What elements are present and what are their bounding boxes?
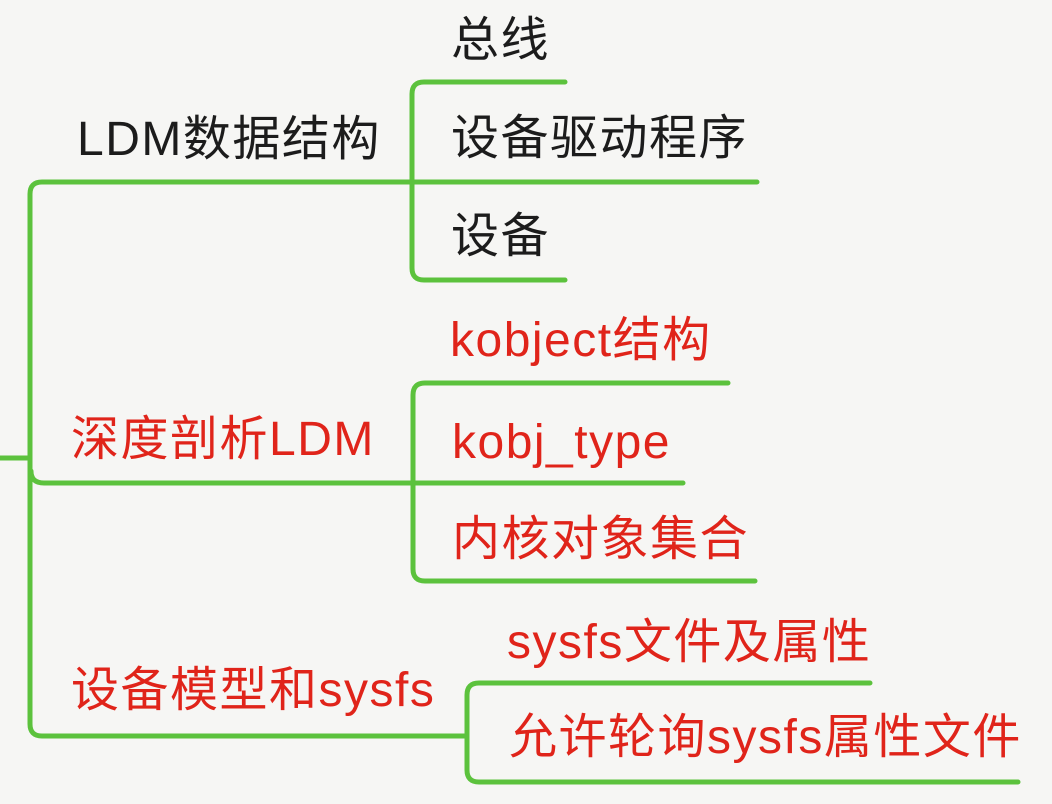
topic-kernel-object-collection[interactable]: 内核对象集合: [452, 513, 750, 566]
topic-device[interactable]: 设备: [451, 210, 551, 263]
bracket-deep-children: [410, 380, 758, 584]
topic-deep-analysis-ldm[interactable]: 深度剖析LDM: [71, 413, 375, 466]
topic-kobject-struct[interactable]: kobject结构: [450, 314, 712, 367]
bracket-sysfs-children: [464, 680, 1021, 785]
topic-sysfs-files-attributes[interactable]: sysfs文件及属性: [507, 616, 872, 669]
topic-sysfs-poll-attribute-files[interactable]: 允许轮询sysfs属性文件: [509, 711, 1022, 764]
topic-ldm-data-structures[interactable]: LDM数据结构: [77, 113, 381, 166]
bracket-ldm-children: [409, 79, 568, 283]
topic-device-driver[interactable]: 设备驱动程序: [451, 112, 749, 165]
topic-device-model-and-sysfs[interactable]: 设备模型和sysfs: [71, 664, 436, 717]
topic-kobj-type[interactable]: kobj_type: [452, 416, 671, 469]
middle-branch-line: [28, 468, 686, 486]
main-bracket: [27, 179, 760, 739]
topic-bus[interactable]: 总线: [451, 14, 551, 67]
